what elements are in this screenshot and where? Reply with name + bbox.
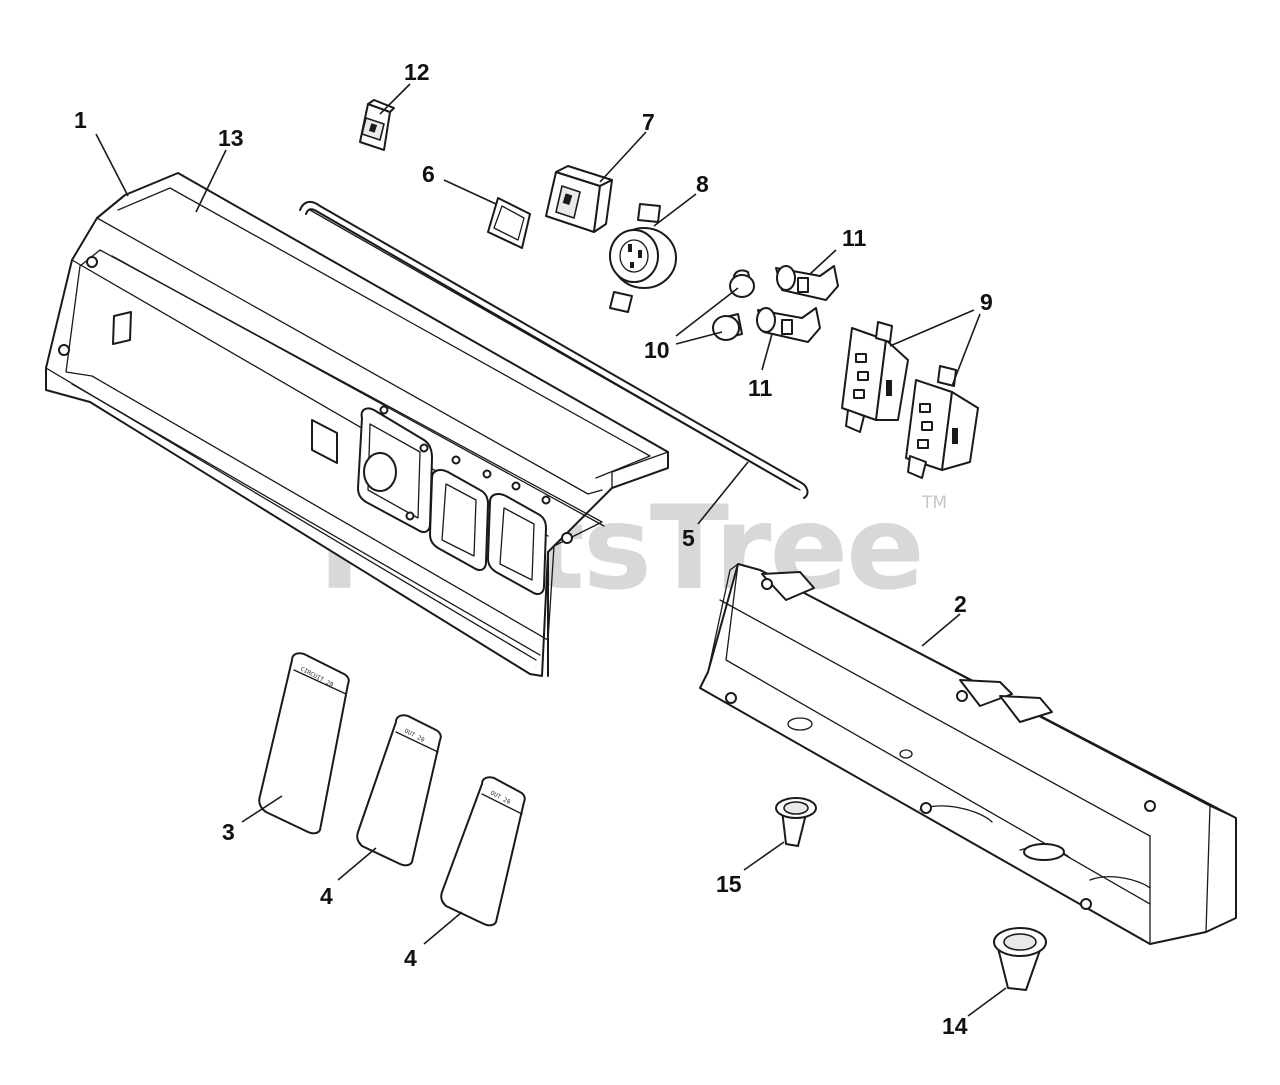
callout-5: 5 xyxy=(682,525,695,551)
callout-9: 9 xyxy=(980,289,993,315)
part-rocker-switch-small[interactable] xyxy=(359,99,395,151)
callout-6: 6 xyxy=(422,161,435,187)
callout-15: 15 xyxy=(716,871,742,897)
callout-7: 7 xyxy=(642,109,655,135)
callout-14: 14 xyxy=(942,1013,968,1039)
part-decal-small-a[interactable]: OUT 20 xyxy=(356,714,442,867)
callout-4-b: 4 xyxy=(404,945,417,971)
callout-13: 13 xyxy=(218,125,244,151)
part-switch-plate[interactable] xyxy=(487,197,531,249)
callout-3: 3 xyxy=(222,819,235,845)
callout-10: 10 xyxy=(644,337,670,363)
part-rocker-switch-large[interactable] xyxy=(545,165,613,233)
part-housing-box[interactable] xyxy=(699,563,1237,945)
part-decal-small-b[interactable]: OUT 20 xyxy=(440,776,526,927)
part-control-panel[interactable] xyxy=(45,172,669,677)
part-indicator-lamp-lower[interactable] xyxy=(712,313,743,341)
watermark-trademark: TM xyxy=(921,493,947,513)
part-rod[interactable] xyxy=(299,200,809,499)
part-lamp-holder-lower[interactable] xyxy=(756,307,821,343)
part-lamp-holder-upper[interactable] xyxy=(775,265,839,301)
callout-11-upper: 11 xyxy=(842,225,867,251)
callout-12: 12 xyxy=(404,59,430,85)
part-plug-large[interactable] xyxy=(993,927,1047,991)
part-receptacle[interactable] xyxy=(609,203,677,313)
callout-11-lower: 11 xyxy=(748,375,773,401)
part-circuit-breaker-left[interactable] xyxy=(841,321,909,433)
callout-1: 1 xyxy=(74,107,87,133)
callout-labels: 1 13 12 6 7 8 11 10 11 9 5 2 3 4 4 15 14 xyxy=(74,59,993,1039)
part-decal-large[interactable]: CIRCUIT 20 xyxy=(258,652,350,835)
callout-4-a: 4 xyxy=(320,883,333,909)
part-indicator-lamp-upper[interactable] xyxy=(729,269,755,298)
part-circuit-breaker-right[interactable] xyxy=(905,365,979,479)
callout-2: 2 xyxy=(954,591,967,617)
leader-lines xyxy=(95,83,1007,1017)
callout-8: 8 xyxy=(696,171,709,197)
part-plug-small[interactable] xyxy=(775,797,817,847)
